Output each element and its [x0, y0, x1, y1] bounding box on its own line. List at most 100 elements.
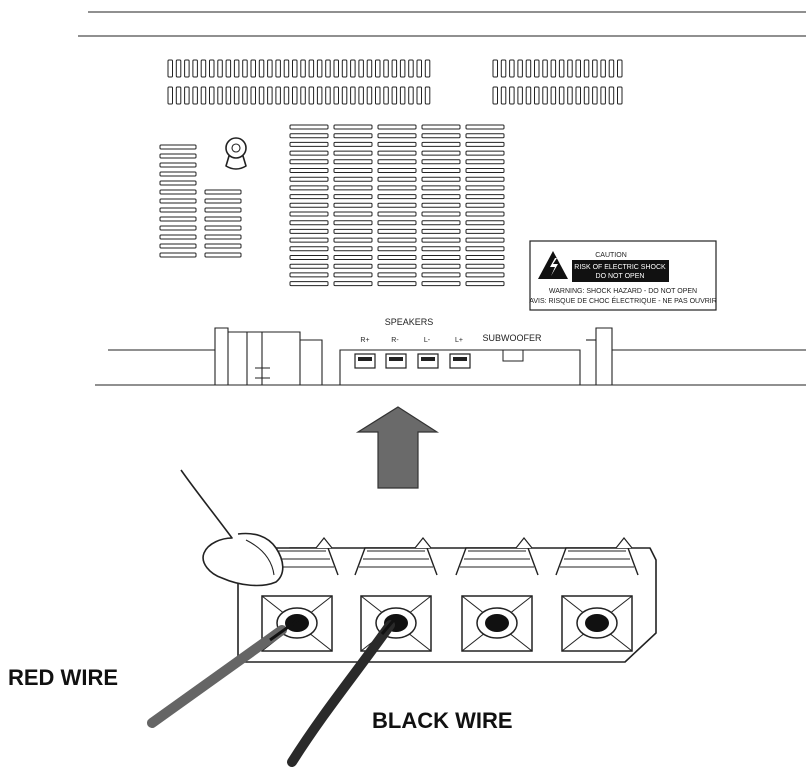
terminal-label-l-plus: L+ [455, 337, 463, 344]
lightning-warning-icon [536, 250, 570, 280]
vent-slot [333, 124, 373, 130]
vent-slot [421, 202, 461, 208]
spring-tab [354, 547, 438, 576]
vent-slot [159, 243, 197, 249]
vent-slot [289, 185, 329, 191]
vent-slot [159, 216, 197, 222]
vent-slot [550, 59, 557, 78]
vent-slot [424, 59, 431, 78]
vent-slot [399, 86, 406, 105]
tab-hook [414, 537, 432, 549]
vent-slot [289, 176, 329, 182]
vent-slot [333, 263, 373, 269]
vent-slot [421, 281, 461, 287]
vent-slot [617, 59, 623, 78]
vent-slot [421, 124, 461, 130]
vent-slot [465, 246, 505, 252]
vent-slot [377, 159, 417, 165]
vent-slot [341, 59, 348, 78]
vent-slot [325, 59, 331, 78]
vent-slot [465, 150, 505, 156]
vent-slot [377, 228, 417, 234]
black-wire [287, 614, 400, 767]
vent-slot [159, 153, 197, 159]
vent-slot [592, 59, 598, 78]
vent-slot [333, 211, 373, 217]
vent-slot [333, 228, 373, 234]
spring-tab [455, 547, 539, 576]
vent-slot [175, 59, 182, 78]
terminal-block-enlarged [237, 537, 657, 663]
vent-slot [159, 180, 197, 186]
vent-slot [204, 243, 242, 249]
vent-slot [217, 59, 223, 78]
vent-slot [465, 159, 505, 165]
vent-slot [333, 281, 373, 287]
vent-slot [333, 272, 373, 278]
vent-slot [558, 86, 565, 105]
vent-slot [465, 228, 505, 234]
vent-slot [289, 133, 329, 139]
vent-slot [542, 59, 548, 78]
vent-slot [204, 198, 242, 204]
vent-slot [421, 211, 461, 217]
speaker-terminals-small [354, 353, 471, 369]
vent-slot [283, 59, 290, 78]
up-arrow-icon [355, 406, 440, 489]
vent-slot [242, 59, 248, 78]
vent-slot [209, 59, 215, 78]
vent-slot [517, 86, 523, 105]
vent-slot [465, 211, 505, 217]
vent-slot [421, 237, 461, 243]
socket-hole [485, 614, 509, 632]
vent-slot [421, 228, 461, 234]
caution-label: CAUTION RISK OF ELECTRIC SHOCK DO NOT OP… [529, 240, 717, 311]
vent-slot [217, 86, 223, 105]
vent-slot [575, 59, 581, 78]
vent-slot [509, 86, 515, 105]
vent-slot [204, 189, 242, 195]
vent-slot [383, 59, 389, 78]
vent-slot [377, 141, 417, 147]
vent-slot [204, 225, 242, 231]
vent-slot [608, 86, 615, 105]
vent-slot [267, 59, 273, 78]
vent-slot [233, 59, 240, 78]
vent-slot [377, 150, 417, 156]
vent-slot [600, 59, 606, 78]
vent-slot [250, 86, 256, 105]
vent-slot [184, 86, 190, 105]
tab-hook [315, 537, 333, 549]
vent-slot [377, 133, 417, 139]
vent-slot [289, 237, 329, 243]
vent-slot [608, 59, 615, 78]
vent-slot [517, 59, 523, 78]
terminal-clip [453, 357, 467, 361]
keyhole-mount-icon [225, 137, 247, 170]
vent-slot [377, 220, 417, 226]
vent-slot [424, 86, 431, 105]
speaker-terminal-panel: SPEAKERS R+ R- L- L+ SUBWOOFER [354, 317, 542, 369]
terminal-label-r-plus: R+ [360, 337, 369, 344]
vent-slot [421, 133, 461, 139]
vent-slot [167, 86, 173, 105]
vent-slot [399, 59, 406, 78]
vent-slot [408, 86, 414, 105]
vent-slot [465, 263, 505, 269]
vent-slot [289, 150, 329, 156]
vent-slot [192, 59, 198, 78]
vent-slot [465, 202, 505, 208]
vent-slot [292, 86, 298, 105]
caution-title: CAUTION [595, 252, 627, 259]
vent-slot [421, 141, 461, 147]
vent-slot [159, 225, 197, 231]
vent-slot [377, 211, 417, 217]
vent-slot [289, 281, 329, 287]
vent-slot [333, 86, 339, 105]
vent-slot [333, 194, 373, 200]
vent-slot [175, 86, 182, 105]
vent-slot [159, 171, 197, 177]
vent-slot [525, 59, 532, 78]
vent-slot [159, 252, 197, 258]
vent-slot [500, 59, 507, 78]
